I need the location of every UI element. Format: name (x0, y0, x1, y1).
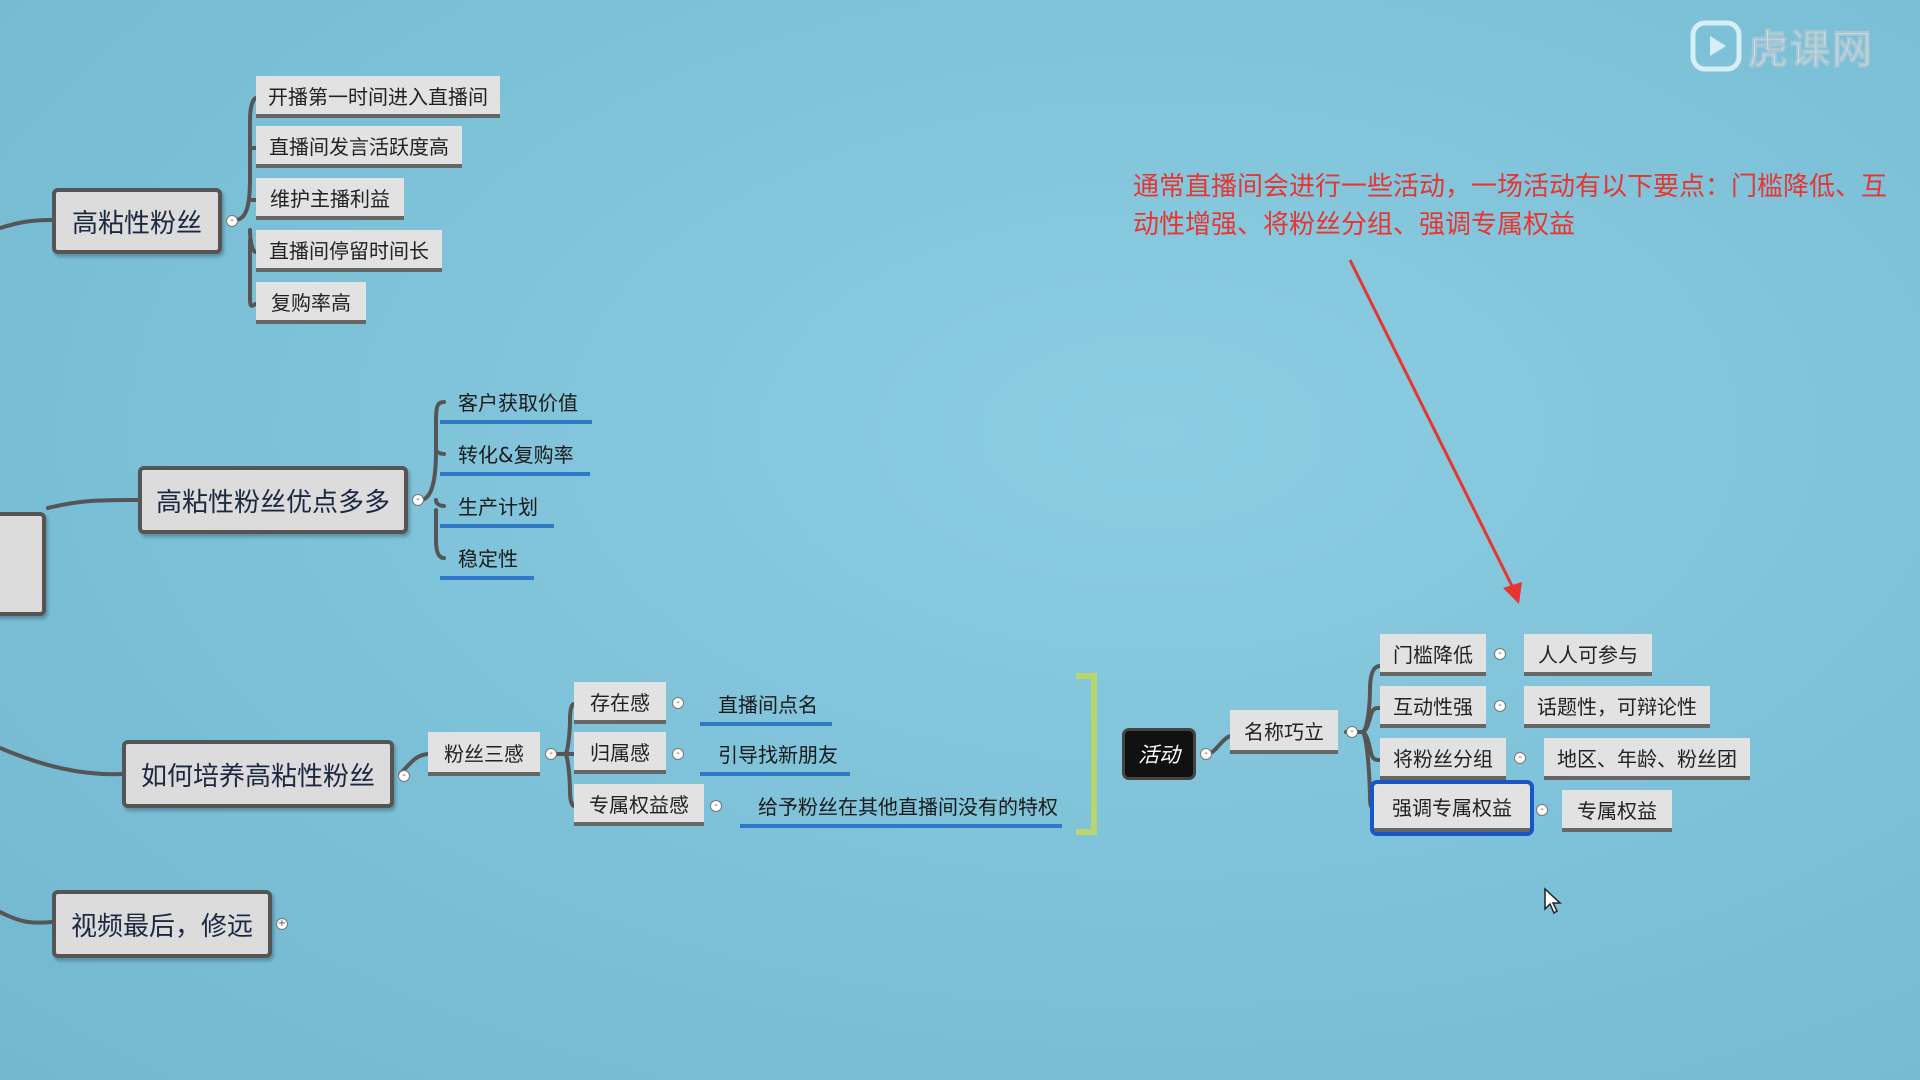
sense-node[interactable]: 存在感 (574, 682, 666, 724)
watermark-logo: 虎课网 (1690, 14, 1902, 78)
collapse-toggle-icon[interactable]: - (1494, 648, 1506, 660)
topic-cultivate[interactable]: 如何培养高粘性粉丝 (122, 740, 394, 808)
fan-trait-item[interactable]: 直播间停留时间长 (256, 230, 442, 272)
collapse-toggle-icon[interactable]: - (710, 800, 722, 812)
activity-node[interactable]: 活动 (1122, 728, 1196, 780)
fan-trait-item[interactable]: 复购率高 (256, 282, 366, 324)
activity-point[interactable]: 门槛降低 (1380, 634, 1486, 676)
advantage-item[interactable]: 客户获取价值 (440, 382, 592, 424)
collapse-toggle-icon[interactable]: - (1536, 804, 1548, 816)
activity-point-detail[interactable]: 专属权益 (1562, 790, 1672, 832)
collapse-toggle-icon[interactable]: - (412, 494, 424, 506)
collapse-toggle-icon[interactable]: - (545, 748, 557, 760)
collapse-toggle-icon[interactable]: - (1346, 726, 1358, 738)
fan-trait-item[interactable]: 直播间发言活跃度高 (256, 126, 462, 168)
annotation-text: 通常直播间会进行一些活动，一场活动有以下要点：门槛降低、互动性增强、将粉丝分组、… (1133, 172, 1888, 240)
fan-three-senses-node[interactable]: 粉丝三感 (428, 732, 540, 776)
topic-advantages[interactable]: 高粘性粉丝优点多多 (138, 466, 408, 534)
activity-point[interactable]: 互动性强 (1380, 686, 1486, 728)
advantage-item[interactable]: 转化&复购率 (440, 434, 590, 476)
collapse-toggle-icon[interactable]: - (1494, 700, 1506, 712)
sense-detail[interactable]: 引导找新朋友 (700, 734, 850, 776)
sense-node[interactable]: 归属感 (574, 732, 666, 774)
activity-point-selected[interactable]: 强调专属权益 (1370, 780, 1534, 836)
expand-toggle-icon[interactable]: + (276, 918, 288, 930)
collapse-toggle-icon[interactable]: - (226, 215, 238, 227)
activity-name-node[interactable]: 名称巧立 (1230, 710, 1338, 754)
activity-point-detail[interactable]: 人人可参与 (1524, 634, 1652, 676)
collapse-toggle-icon[interactable]: - (672, 748, 684, 760)
collapse-toggle-icon[interactable]: - (672, 697, 684, 709)
sense-detail[interactable]: 给予粉丝在其他直播间没有的特权 (740, 786, 1062, 828)
sense-detail[interactable]: 直播间点名 (700, 684, 832, 726)
advantage-item[interactable]: 生产计划 (440, 486, 554, 528)
root-topic-partial[interactable] (0, 512, 46, 616)
collapse-toggle-icon[interactable]: - (1200, 748, 1212, 760)
fan-trait-item[interactable]: 维护主播利益 (256, 178, 404, 220)
tiger-logo-icon (1690, 20, 1742, 72)
activity-point[interactable]: 将粉丝分组 (1380, 738, 1506, 780)
collapse-toggle-icon[interactable]: - (398, 770, 410, 782)
topic-high-sticky-fans[interactable]: 高粘性粉丝 (52, 188, 222, 254)
activity-point-detail[interactable]: 地区、年龄、粉丝团 (1544, 738, 1750, 780)
advantage-item[interactable]: 稳定性 (440, 538, 534, 580)
fan-trait-item[interactable]: 开播第一时间进入直播间 (256, 76, 500, 118)
collapse-toggle-icon[interactable]: - (1514, 752, 1526, 764)
watermark-text: 虎课网 (1748, 27, 1874, 74)
topic-video-end[interactable]: 视频最后，修远 (52, 890, 272, 958)
sense-node[interactable]: 专属权益感 (574, 784, 704, 826)
mouse-cursor-icon (1544, 887, 1562, 915)
activity-point-detail[interactable]: 话题性，可辩论性 (1524, 686, 1710, 728)
